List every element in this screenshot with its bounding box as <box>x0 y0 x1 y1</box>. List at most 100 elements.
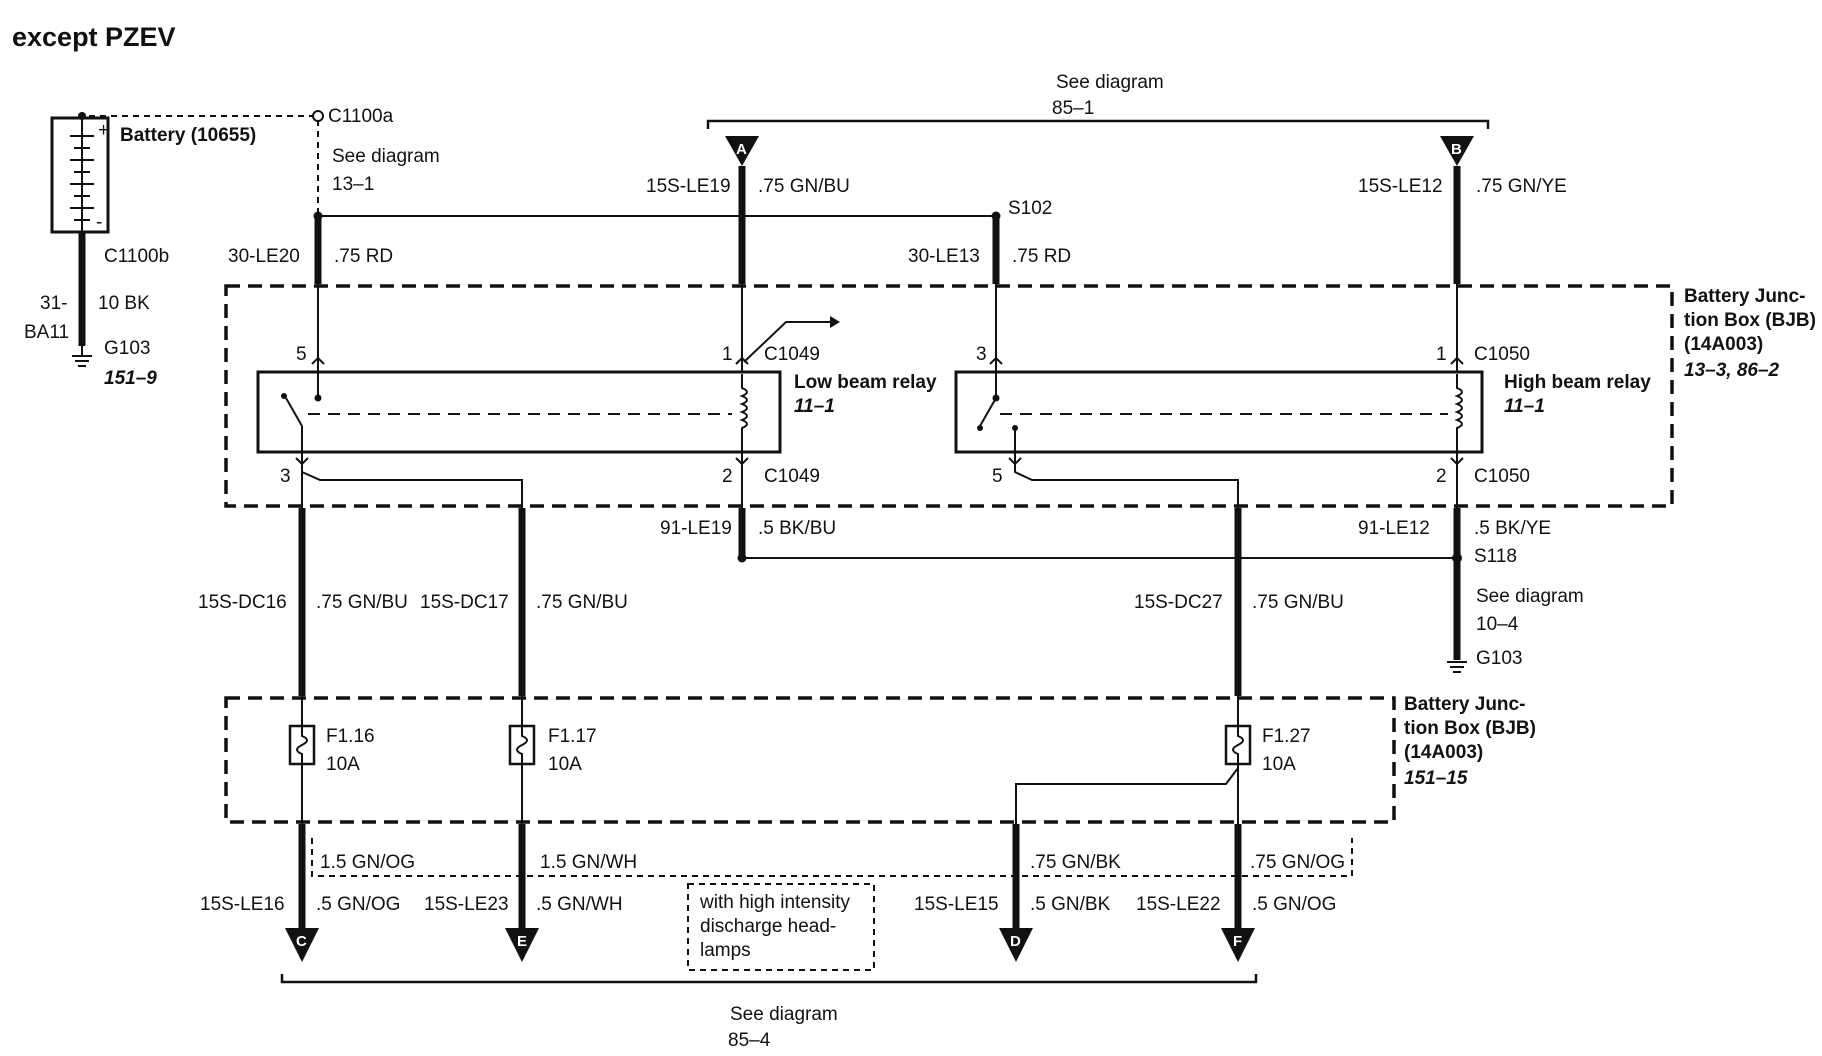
le12-top-size: .75 GN/YE <box>1476 176 1567 197</box>
le19-top-id: 15S-LE19 <box>646 176 731 197</box>
le19-gnd-dot <box>737 553 747 563</box>
hid-wire-4: .75 GN/OG <box>1250 852 1345 873</box>
ba11-size: 10 BK <box>98 293 150 314</box>
le19-gnd-id: 91-LE19 <box>660 518 732 539</box>
hid-wire-3: .75 GN/BK <box>1030 852 1121 873</box>
s118-dot <box>1452 553 1462 563</box>
lb-coil <box>739 374 748 452</box>
le15-size: .5 GN/BK <box>1030 894 1111 915</box>
terminal-b <box>1440 136 1474 166</box>
fuse-f1-27 <box>1224 696 1252 824</box>
bjb-bottom-ref: 151–15 <box>1404 768 1468 789</box>
hb-pin2: 2 <box>1436 466 1447 487</box>
hid-note-l3: lamps <box>700 940 751 961</box>
c1100b-label: C1100b <box>104 246 169 267</box>
bjb-top-l3: (14A003) <box>1684 334 1763 355</box>
terminal-d-label: D <box>1010 933 1021 950</box>
terminal-f-label: F <box>1233 933 1242 950</box>
f1-27-branch-d <box>1015 767 1239 824</box>
top-bus-bracket <box>706 119 1490 129</box>
high-beam-relay-box <box>954 370 1484 454</box>
le13-size: .75 RD <box>1012 246 1071 267</box>
s102-label: S102 <box>1008 198 1052 219</box>
terminal-d <box>999 928 1033 962</box>
hb-coil <box>1454 374 1463 452</box>
g103-right-label: G103 <box>1476 648 1522 669</box>
le20-id: 30-LE20 <box>228 246 300 267</box>
bjb-bottom-l1: Battery Junc- <box>1404 694 1525 715</box>
le15-id: 15S-LE15 <box>914 894 999 915</box>
bjb-bottom-l2: tion Box (BJB) <box>1404 718 1536 739</box>
terminal-a-label: A <box>736 141 747 158</box>
le23-size: .5 GN/WH <box>536 894 623 915</box>
bjb-top-l2: tion Box (BJB) <box>1684 310 1816 331</box>
low-beam-relay-box <box>256 370 782 454</box>
lb-pin3: 3 <box>280 466 291 487</box>
battery-symbol <box>50 112 110 234</box>
dc27-id: 15S-DC27 <box>1134 592 1223 613</box>
fuse-f1-16 <box>288 696 316 824</box>
high-beam-relay-ref: 11–1 <box>1504 396 1545 417</box>
battery-post-dot <box>78 112 86 120</box>
battery-label: Battery (10655) <box>120 125 256 146</box>
dc17-size: .75 GN/BU <box>536 592 628 613</box>
terminal-e <box>505 928 539 962</box>
hid-note-l2: discharge head- <box>700 916 836 937</box>
le19-gnd-size: .5 BK/BU <box>758 518 836 539</box>
le16-id: 15S-LE16 <box>200 894 285 915</box>
bjb-top-l1: Battery Junc- <box>1684 286 1805 307</box>
c1049-arrow-head <box>830 316 840 328</box>
dc16-id: 15S-DC16 <box>198 592 287 613</box>
diagram-title: except PZEV <box>12 22 176 52</box>
le22-id: 15S-LE22 <box>1136 894 1221 915</box>
lb-pin2: 2 <box>722 466 733 487</box>
hb-contact-blade <box>979 397 997 427</box>
le12-top-id: 15S-LE12 <box>1358 176 1443 197</box>
ba11-id-a: 31- <box>40 293 67 314</box>
lb-contact-blade <box>285 397 303 427</box>
fuse-f1-27-id: F1.27 <box>1262 726 1311 747</box>
le16-size: .5 GN/OG <box>316 894 400 915</box>
hid-note-l1: with high intensity <box>699 892 850 913</box>
hid-wire-1: 1.5 GN/OG <box>320 852 415 873</box>
high-beam-relay-label: High beam relay <box>1504 372 1651 393</box>
bottom-see-diagram-num: 85–4 <box>728 1030 771 1051</box>
top-see-diagram-num: 85–1 <box>1052 98 1094 119</box>
c1100a-see-diagram-num: 13–1 <box>332 174 374 195</box>
terminal-f <box>1221 928 1255 962</box>
lb-pin3-branch <box>301 471 523 508</box>
fuse-f1-16-id: F1.16 <box>326 726 375 747</box>
hb-contact-pivot <box>977 425 983 431</box>
c1050-top-label: C1050 <box>1474 344 1530 365</box>
hid-option-bracket <box>311 838 1353 877</box>
c1100a-terminal <box>312 110 324 122</box>
bottom-see-diagram: See diagram <box>730 1004 838 1025</box>
le22-size: .5 GN/OG <box>1252 894 1336 915</box>
terminal-c-label: C <box>296 933 307 950</box>
ba11-id-b: BA11 <box>24 322 69 343</box>
c1100a-label: C1100a <box>328 106 394 127</box>
le20-size: .75 RD <box>334 246 393 267</box>
fuse-f1-16-rating: 10A <box>326 754 360 775</box>
bjb-bottom-l3: (14A003) <box>1404 742 1483 763</box>
g103-left-label: G103 <box>104 338 150 359</box>
c1049-arrow-line <box>743 321 830 363</box>
dc16-size: .75 GN/BU <box>316 592 408 613</box>
lb-pin1: 1 <box>722 344 733 365</box>
low-beam-relay-label: Low beam relay <box>794 372 937 393</box>
hb-pin5-wire <box>1014 452 1239 508</box>
battery-minus-mark: - <box>96 212 102 233</box>
hb-pin5: 5 <box>992 466 1003 487</box>
terminal-a <box>725 136 759 166</box>
battery-dashed-link <box>81 112 318 117</box>
le23-id: 15S-LE23 <box>424 894 509 915</box>
terminal-b-label: B <box>1451 141 1462 158</box>
hb-pin1: 1 <box>1436 344 1447 365</box>
terminal-e-label: E <box>517 933 527 950</box>
le12-gnd-size: .5 BK/YE <box>1474 518 1551 539</box>
battery-plus-mark: + <box>98 120 109 141</box>
hid-note-box <box>687 883 875 971</box>
hb-contact-nc <box>1012 425 1018 431</box>
right-see-diagram-num: 10–4 <box>1476 614 1519 635</box>
